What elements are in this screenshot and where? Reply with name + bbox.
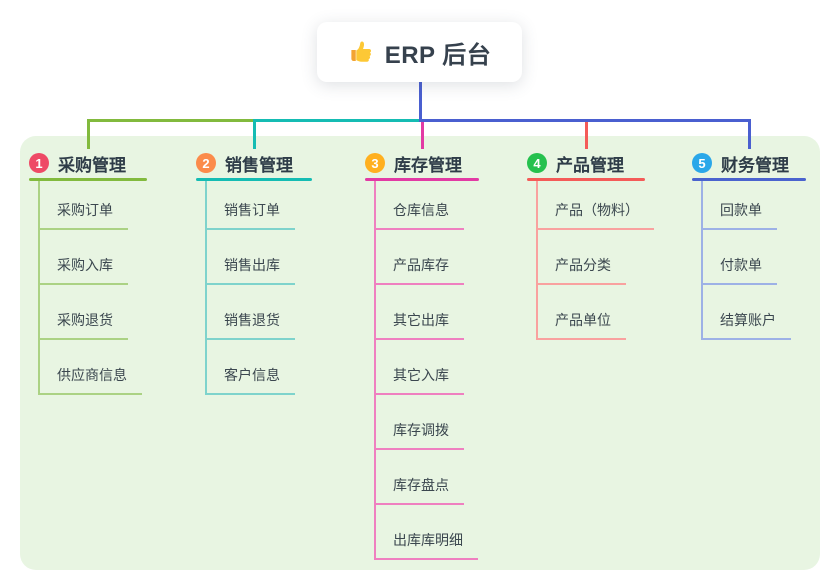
branch-children-list: 仓库信息产品库存其它出库其它入库库存调拨库存盘点出库库明细 [374, 181, 478, 560]
branch-header[interactable]: 2 销售管理 [196, 149, 312, 177]
child-node-label: 其它入库 [376, 365, 464, 395]
branch-header[interactable]: 5 财务管理 [692, 149, 806, 177]
root-node-erp[interactable]: ERP 后台 [317, 22, 522, 82]
branch-number-badge: 3 [365, 153, 385, 173]
root-node-label: ERP 后台 [384, 41, 492, 69]
bus-segment-finance [419, 119, 751, 122]
child-node[interactable]: 库存盘点 [376, 450, 478, 505]
child-node-label: 产品单位 [538, 310, 626, 340]
branch-2: 2 销售管理销售订单销售出库销售退货客户信息 [196, 149, 312, 395]
child-node[interactable]: 销售订单 [207, 181, 295, 230]
branches-panel [20, 136, 820, 570]
branch-children-list: 回款单付款单结算账户 [701, 181, 791, 340]
branch-underline [692, 178, 806, 181]
branch-4: 4 产品管理产品（物料） 产品分类产品单位 [527, 149, 654, 340]
child-node[interactable]: 结算账户 [703, 285, 791, 340]
child-node-label: 产品（物料） [538, 200, 654, 230]
branch-underline [196, 178, 312, 181]
child-node[interactable]: 库存调拨 [376, 395, 478, 450]
child-node-label: 销售出库 [207, 255, 295, 285]
branch-header[interactable]: 4 产品管理 [527, 149, 654, 177]
branch-children-list: 销售订单销售出库销售退货客户信息 [205, 181, 295, 395]
bus-segment-sales [254, 119, 422, 122]
branch-underline [365, 178, 479, 181]
child-node-label: 客户信息 [207, 365, 295, 395]
child-node-label: 销售退货 [207, 310, 295, 340]
root-drop-line [418, 82, 422, 122]
drop-sales [252, 119, 256, 149]
drop-inventory [420, 122, 424, 149]
child-node-label: 供应商信息 [40, 365, 142, 395]
child-node[interactable]: 销售出库 [207, 230, 295, 285]
child-node[interactable]: 其它出库 [376, 285, 478, 340]
child-node[interactable]: 客户信息 [207, 340, 295, 395]
child-node-label: 仓库信息 [376, 200, 464, 230]
child-node[interactable]: 付款单 [703, 230, 791, 285]
branch-1: 1 采购管理采购订单采购入库采购退货供应商信息 [29, 149, 147, 395]
child-node-label: 库存调拨 [376, 420, 464, 450]
branch-label: 财务管理 [721, 155, 789, 175]
branch-header[interactable]: 1 采购管理 [29, 149, 147, 177]
child-node-label: 采购订单 [40, 200, 128, 230]
branch-number-badge: 2 [196, 153, 216, 173]
branch-label: 采购管理 [58, 155, 126, 175]
child-node-label: 采购退货 [40, 310, 128, 340]
branch-children-list: 产品（物料） 产品分类产品单位 [536, 181, 654, 340]
bus-segment-purchase [88, 119, 256, 122]
child-node-label: 出库库明细 [376, 530, 478, 560]
branch-label: 产品管理 [556, 155, 624, 175]
branch-children-list: 采购订单采购入库采购退货供应商信息 [38, 181, 142, 395]
child-node-label: 销售订单 [207, 200, 295, 230]
child-node[interactable]: 其它入库 [376, 340, 478, 395]
child-node-label: 采购入库 [40, 255, 128, 285]
branch-3: 3 库存管理仓库信息产品库存其它出库其它入库库存调拨库存盘点出库库明细 [365, 149, 479, 560]
child-node-label: 其它出库 [376, 310, 464, 340]
child-node-label: 产品库存 [376, 255, 464, 285]
child-node[interactable]: 产品库存 [376, 230, 478, 285]
child-node[interactable]: 产品（物料） [538, 181, 654, 230]
child-node[interactable]: 采购订单 [40, 181, 142, 230]
branch-number-badge: 5 [692, 153, 712, 173]
branch-underline [29, 178, 147, 181]
child-node-label: 付款单 [703, 255, 777, 285]
child-node[interactable]: 产品单位 [538, 285, 654, 340]
drop-finance [747, 119, 751, 149]
branch-number-badge: 1 [29, 153, 49, 173]
drop-purchase [86, 119, 90, 149]
child-node-label: 结算账户 [703, 310, 791, 340]
child-node-label: 回款单 [703, 200, 777, 230]
branch-label: 库存管理 [394, 155, 462, 175]
branch-number-badge: 4 [527, 153, 547, 173]
child-node-label: 库存盘点 [376, 475, 464, 505]
child-node[interactable]: 销售退货 [207, 285, 295, 340]
branch-label: 销售管理 [225, 155, 293, 175]
drop-product [584, 122, 588, 149]
child-node-label: 产品分类 [538, 255, 626, 285]
child-node[interactable]: 仓库信息 [376, 181, 478, 230]
child-node[interactable]: 出库库明细 [376, 505, 478, 560]
child-node[interactable]: 产品分类 [538, 230, 654, 285]
child-node[interactable]: 回款单 [703, 181, 791, 230]
branch-header[interactable]: 3 库存管理 [365, 149, 479, 177]
branch-underline [527, 178, 645, 181]
child-node[interactable]: 供应商信息 [40, 340, 142, 395]
branch-5: 5 财务管理回款单付款单结算账户 [692, 149, 806, 340]
child-node[interactable]: 采购入库 [40, 230, 142, 285]
thumbs-up-icon [348, 39, 375, 66]
child-node[interactable]: 采购退货 [40, 285, 142, 340]
